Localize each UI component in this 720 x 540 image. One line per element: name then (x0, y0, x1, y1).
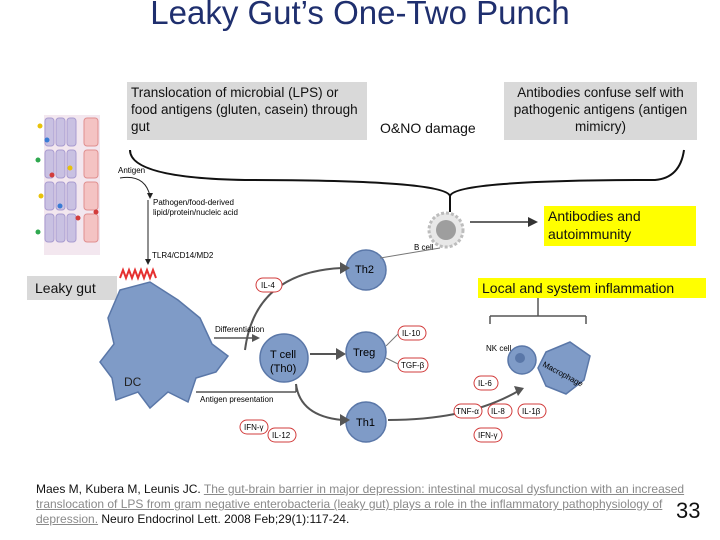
t-cell-subtype-label: (Th0) (270, 363, 296, 375)
antigen-label: Antigen (118, 166, 145, 175)
tgfb-badge (397, 357, 429, 373)
il1b-badge (517, 403, 547, 419)
leaky-gut-box: Leaky gut (27, 276, 117, 300)
ono-damage-box: O&NO damage (380, 120, 476, 136)
t-cell-label: T cell (270, 349, 296, 361)
page-title: Leaky Gut’s One-Two Punch (150, 0, 570, 31)
mimicry-box: Antibodies confuse self with pathogenic … (504, 82, 697, 140)
inflammation-box: Local and system inflammation (478, 278, 706, 298)
il4-label: IL-4 (261, 281, 275, 290)
tgfb-label: TGF-β (401, 361, 425, 370)
tnfa-label: TNF-α (456, 407, 479, 416)
t-cell-icon (259, 333, 309, 383)
pathogen-label-line2: lipid/protein/nucleic acid (153, 208, 238, 217)
receptor-label: TLR4/CD14/MD2 (152, 251, 214, 260)
ifng-left-label: IFN-γ (244, 423, 264, 432)
dendritic-cell-icon (99, 281, 230, 410)
dc-label: DC (124, 375, 142, 389)
translocation-box: Translocation of microbial (LPS) or food… (127, 82, 367, 140)
th1-label: Th1 (356, 417, 375, 429)
pathogen-label-line1: Pathogen/food-derived (153, 198, 234, 207)
b-cell-label: B cell (414, 243, 434, 252)
autoimmunity-box: Antibodies and autoimmunity (544, 206, 696, 246)
il10-badge (397, 325, 427, 341)
antigen-presentation-label: Antigen presentation (200, 395, 273, 404)
brace-connector (129, 149, 685, 200)
ifng-right-badge (473, 427, 503, 443)
treg-label: Treg (353, 347, 375, 359)
citation-article-link[interactable]: The gut-brain barrier in major depressio… (36, 482, 685, 526)
citation: Maes M, Kubera M, Leunis JC. The gut-bra… (36, 482, 686, 527)
citation-journal: Neuro Endocrinol Lett. 2008 Feb;29(1):11… (98, 512, 350, 526)
il4-badge (255, 277, 283, 293)
il12-label: IL-12 (272, 431, 291, 440)
il8-label: IL-8 (491, 407, 505, 416)
ifng-right-label: IFN-γ (478, 431, 498, 440)
tnfa-badge (453, 403, 483, 419)
il1b-label: IL-1β (522, 407, 541, 416)
immune-diagram: Antigen Pathogen/food-derived lipid/prot… (35, 115, 685, 443)
il8-badge (487, 403, 513, 419)
il10-label: IL-10 (402, 329, 421, 338)
ifng-left-badge (239, 419, 269, 435)
treg-cell-icon (345, 331, 387, 373)
tlr4-receptor-icon (119, 267, 157, 281)
citation-authors: Maes M, Kubera M, Leunis JC. (36, 482, 204, 496)
gut-epithelium-icon (35, 115, 100, 255)
nk-cell-label: NK cell (486, 344, 512, 353)
il12-badge (267, 427, 297, 443)
differentiation-label: Differentiation (215, 325, 264, 334)
macrophage-icon (537, 341, 591, 395)
il6-badge (473, 375, 499, 391)
th2-label: Th2 (355, 264, 374, 276)
page-number: 33 (676, 498, 701, 523)
il6-label: IL-6 (478, 379, 492, 388)
